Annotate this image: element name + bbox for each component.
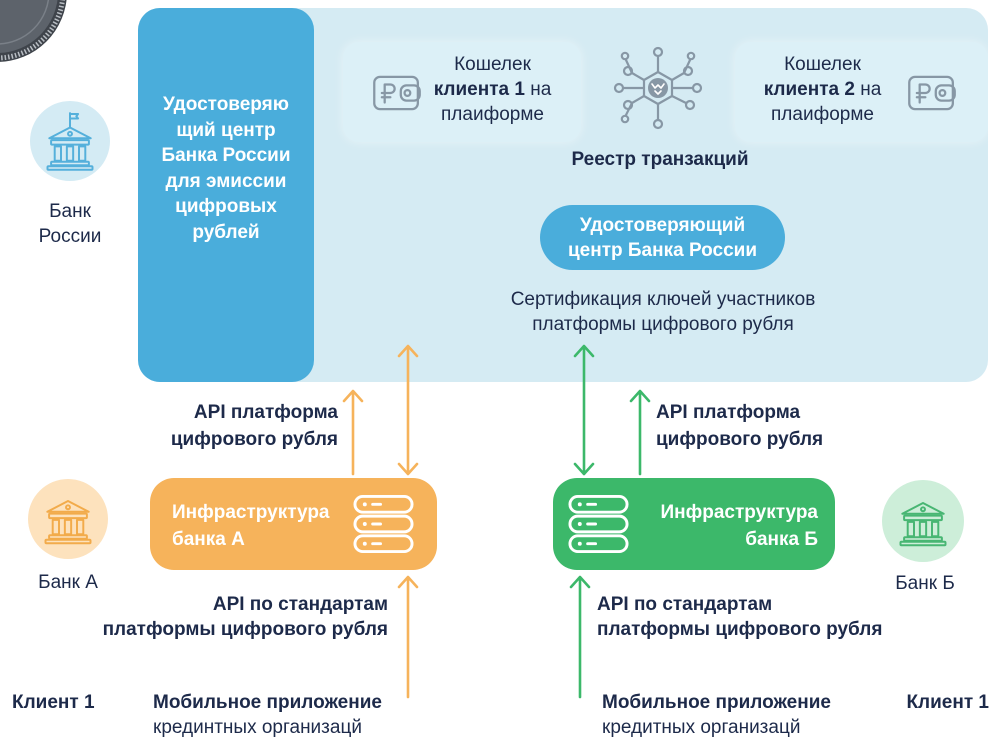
- server-stack-icon: [568, 494, 629, 554]
- wallet-client-2-card: Кошелек клиента 2 на плаиформе: [735, 42, 988, 142]
- wallet-title: Кошелек: [784, 54, 861, 75]
- arrow-client-right-bank-b: [569, 575, 591, 699]
- arrow-bank-b-platform-api: [629, 389, 651, 476]
- ruble-network-icon: [613, 46, 703, 130]
- registry-label: Реестр транзакций: [571, 149, 749, 170]
- issuance-certification-center: Удостоверяю щий центр Банка России для э…: [138, 8, 314, 382]
- wallet-client-name: клиента 1: [433, 79, 525, 100]
- mobile-app-subtitle: крединтных организацй: [153, 717, 362, 738]
- arrow-bank-a-certification: [397, 344, 419, 476]
- bank-b-icon: [882, 480, 964, 562]
- certification-center-line: Удостоверяющий: [579, 214, 746, 236]
- client-left-app: Мобильное приложение крединтных организа…: [153, 690, 382, 740]
- wallet-ruble-icon: [373, 75, 421, 111]
- bank-a-infrastructure-text: Инфраструктура банка А: [172, 499, 330, 553]
- central-bank-icon: [30, 101, 110, 181]
- issuance-center-line: щий центр: [176, 119, 276, 141]
- wallet-client-2-text: Кошелек клиента 2 на плаиформе: [750, 52, 895, 127]
- platform-api-left-label: API платформа цифрового рубля: [130, 399, 338, 453]
- platform-api-line: цифрового рубля: [170, 429, 338, 450]
- infrastructure-line: Инфраструктура: [660, 502, 818, 523]
- client-left-label: Клиент 1: [12, 692, 95, 713]
- issuance-center-line: для эмиссии: [165, 170, 287, 192]
- certification-note-line: платформы цифрового рубля: [532, 314, 794, 335]
- wallet-client-1-text: Кошелек клиента 1 на плаиформе: [420, 52, 565, 127]
- central-bank-label-line: Банк: [49, 201, 91, 222]
- issuance-center-line: рублей: [192, 221, 260, 243]
- infrastructure-line: банка А: [172, 529, 245, 550]
- bank-b-label: Банк Б: [895, 573, 955, 594]
- central-bank-label-line: России: [38, 226, 102, 247]
- bank-a-icon: [28, 479, 108, 559]
- platform-api-right-label: API платформа цифрового рубля: [656, 399, 876, 453]
- platform-api-line: API платформа: [193, 402, 338, 423]
- client-right-label: Клиент 1: [906, 692, 989, 713]
- wallet-title: Кошелек: [454, 54, 531, 75]
- bank-b-infrastructure-text: Инфраструктура банка Б: [660, 499, 818, 553]
- wallet-client-line: клиента 2 на: [750, 77, 895, 102]
- arrow-client-left-bank-a: [397, 575, 419, 699]
- mobile-app-subtitle: кредитных организацй: [602, 717, 801, 738]
- coin-image: [0, 0, 67, 62]
- standards-api-line: платформы цифрового рубля: [102, 619, 388, 640]
- issuance-center-line: Удостоверяю: [163, 94, 289, 115]
- server-stack-icon: [353, 494, 414, 554]
- wallet-client-name: клиента 2: [763, 79, 855, 100]
- arrow-bank-a-platform-api: [342, 389, 364, 476]
- wallet-place: плаиформе: [441, 104, 544, 125]
- arrow-bank-b-certification: [573, 344, 595, 476]
- mobile-app-title: Мобильное приложение: [602, 692, 831, 713]
- central-bank-label: Банк России: [20, 199, 120, 249]
- platform-api-line: API платформа: [656, 402, 801, 423]
- wallet-client-1-card: Кошелек клиента 1 на плаиформе: [343, 42, 581, 142]
- standards-api-line: API по стандартам: [212, 594, 388, 615]
- standards-api-line: API по стандартам: [597, 594, 773, 615]
- standards-api-right-label: API по стандартам платформы цифрового ру…: [597, 592, 897, 642]
- client-right-app: Мобильное приложение кредитных организац…: [602, 690, 831, 740]
- issuance-center-line: цифровых: [175, 196, 277, 218]
- standards-api-line: платформы цифрового рубля: [597, 619, 883, 640]
- infrastructure-line: Инфраструктура: [172, 502, 330, 523]
- certification-note: Сертификация ключей участников платформы…: [463, 287, 863, 337]
- standards-api-left-label: API по стандартам платформы цифрового ру…: [80, 592, 388, 642]
- wallet-client-line: клиента 1 на: [420, 77, 565, 102]
- certification-note-line: Сертификация ключей участников: [510, 289, 816, 310]
- bank-b-infrastructure: Инфраструктура банка Б: [553, 478, 835, 570]
- platform-api-line: цифрового рубля: [656, 429, 824, 450]
- wallet-place: плаиформе: [771, 104, 874, 125]
- bank-a-label: Банк А: [38, 572, 98, 593]
- certification-center-pill: Удостоверяющий центр Банка России: [540, 205, 785, 270]
- wallet-ruble-icon: [908, 75, 956, 111]
- issuance-center-line: Банка России: [161, 145, 291, 167]
- wallet-client-suffix: на: [860, 79, 882, 100]
- bank-a-infrastructure: Инфраструктура банка А: [150, 478, 437, 570]
- wallet-client-suffix: на: [530, 79, 552, 100]
- issuance-center-text: Удостоверяю щий центр Банка России для э…: [138, 92, 314, 246]
- mobile-app-title: Мобильное приложение: [153, 692, 382, 713]
- infrastructure-line: банка Б: [745, 529, 818, 550]
- certification-center-line: центр Банка России: [567, 239, 758, 261]
